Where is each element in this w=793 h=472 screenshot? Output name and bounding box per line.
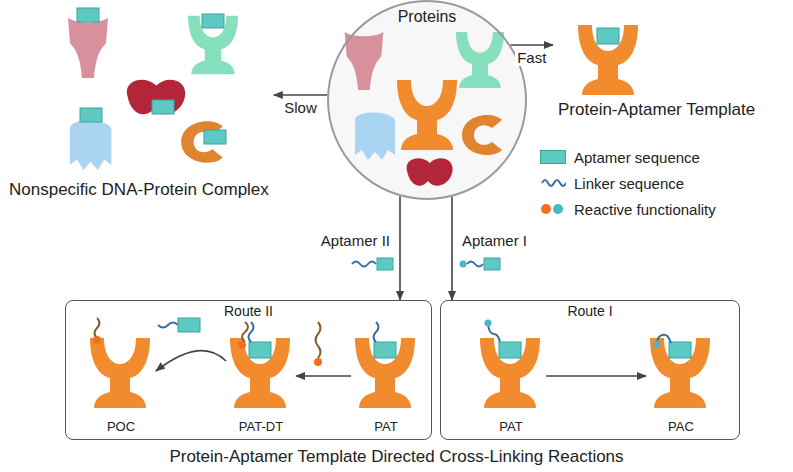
route-two-art [93, 336, 101, 344]
nonspecific-complex-art [127, 80, 185, 115]
edge-label: Aptamer II [319, 232, 392, 249]
aptamer-icons [377, 258, 393, 270]
route-two-art [314, 358, 322, 366]
route-two-art [238, 341, 246, 349]
route-two-art [374, 322, 379, 342]
arrow-connector [156, 351, 226, 371]
aptamer-icons [352, 262, 376, 267]
species-item: POC [86, 326, 156, 436]
nonspecific-complex-art [204, 130, 226, 144]
nonspecific-complex-art [202, 14, 224, 28]
route-two-art [249, 342, 271, 358]
nonspecific-complex-art [70, 121, 112, 170]
circle-outline [328, 1, 526, 199]
aptamer-icons [484, 258, 500, 270]
legend: Aptamer sequenceLinker sequenceReactive … [540, 144, 716, 222]
edge-label: Fast [515, 49, 548, 66]
nonspecific-complex-art [152, 100, 174, 114]
nonspecific-complex-art [80, 108, 102, 122]
legend-label: Linker sequence [574, 175, 684, 192]
nonspecific-complex-art [68, 18, 108, 78]
template-art [578, 25, 638, 95]
node-label: Route I [567, 303, 612, 319]
node-label: PAT [499, 419, 522, 434]
route-two-art [230, 338, 290, 408]
protein-pool-art [329, 2, 525, 198]
route-one-art [480, 338, 540, 408]
nonspecific-complex-art [77, 8, 99, 22]
node-label: Protein-Aptamer Template [558, 100, 755, 120]
protein-pool-art [345, 32, 384, 90]
route-one-art [650, 338, 710, 408]
legend-row: Aptamer sequence [540, 144, 716, 170]
arrow-connector [546, 375, 646, 377]
route-box: Route I PAT PAC [440, 300, 740, 440]
complex-group: Nonspecific DNA-Protein Complex [4, 0, 274, 200]
circle-outline [327, 0, 527, 200]
route-one-art [499, 342, 521, 358]
arrow-connector [274, 94, 327, 96]
route-one-art [669, 342, 691, 358]
aptamer-icons [460, 261, 467, 268]
edge-label: Aptamer I [460, 232, 529, 249]
node-label: PAT-DT [239, 419, 283, 434]
route-one-art [488, 324, 500, 342]
node-label: PAC [668, 419, 694, 434]
template-art [578, 25, 638, 95]
species-item: PAT [476, 326, 546, 436]
route-two-art [178, 318, 200, 332]
protein-pool-art [462, 115, 502, 155]
nonspecific-complex-art [68, 8, 238, 170]
species-item: PAT-DT [226, 326, 296, 436]
arrow-connector [399, 196, 401, 300]
template-group: Protein-Aptamer Template [553, 20, 760, 120]
legend-label: Aptamer sequence [574, 149, 700, 166]
legend-sample [540, 202, 566, 216]
node-label: PAT [374, 419, 397, 434]
legend-row: Reactive functionality [540, 196, 716, 222]
node-label: Route II [224, 303, 273, 319]
protein-pool-art [355, 113, 395, 161]
route-two-art [90, 318, 415, 408]
protein-pool-art [407, 158, 453, 185]
legend-sample [553, 204, 563, 214]
arrow-connector [296, 375, 351, 377]
caption: Protein-Aptamer Template Directed Cross-… [0, 447, 793, 467]
protein-pool-art [329, 2, 525, 198]
node-label: POC [107, 419, 135, 434]
route-one-art [654, 341, 661, 348]
pool-circle: Proteins [327, 0, 527, 200]
protein-pool-art [397, 80, 457, 150]
species-item: PAT [351, 326, 421, 436]
route-two-art [249, 322, 254, 342]
legend-sample [541, 204, 551, 214]
legend-label: Reactive functionality [574, 201, 716, 218]
route-two-art [242, 322, 248, 342]
legend-swatch [540, 150, 566, 164]
route-box: Route II POC PAT-DT PAT [65, 300, 432, 440]
route-two-art [95, 318, 100, 338]
template-art [597, 28, 619, 44]
route-two-art [90, 338, 150, 408]
route-two-art [355, 338, 415, 408]
node-label: Proteins [398, 8, 457, 26]
legend-sample [542, 180, 566, 186]
aptamer-icons [467, 262, 483, 267]
edge-label: Slow [282, 99, 319, 116]
route-two-art [374, 342, 396, 358]
aptamer-icons [352, 258, 500, 270]
node-label: Nonspecific DNA-Protein Complex [9, 180, 269, 200]
route-one-art [485, 320, 492, 327]
species-item: PAC [646, 326, 716, 436]
route-two-art [158, 323, 178, 328]
route-one-art [480, 320, 710, 409]
legend-sample [540, 176, 566, 190]
arrow-connector [511, 44, 553, 46]
legend-row: Linker sequence [540, 170, 716, 196]
arrow-connector [451, 197, 453, 300]
protein-pool-art [456, 32, 504, 88]
route-two-art [316, 322, 321, 358]
